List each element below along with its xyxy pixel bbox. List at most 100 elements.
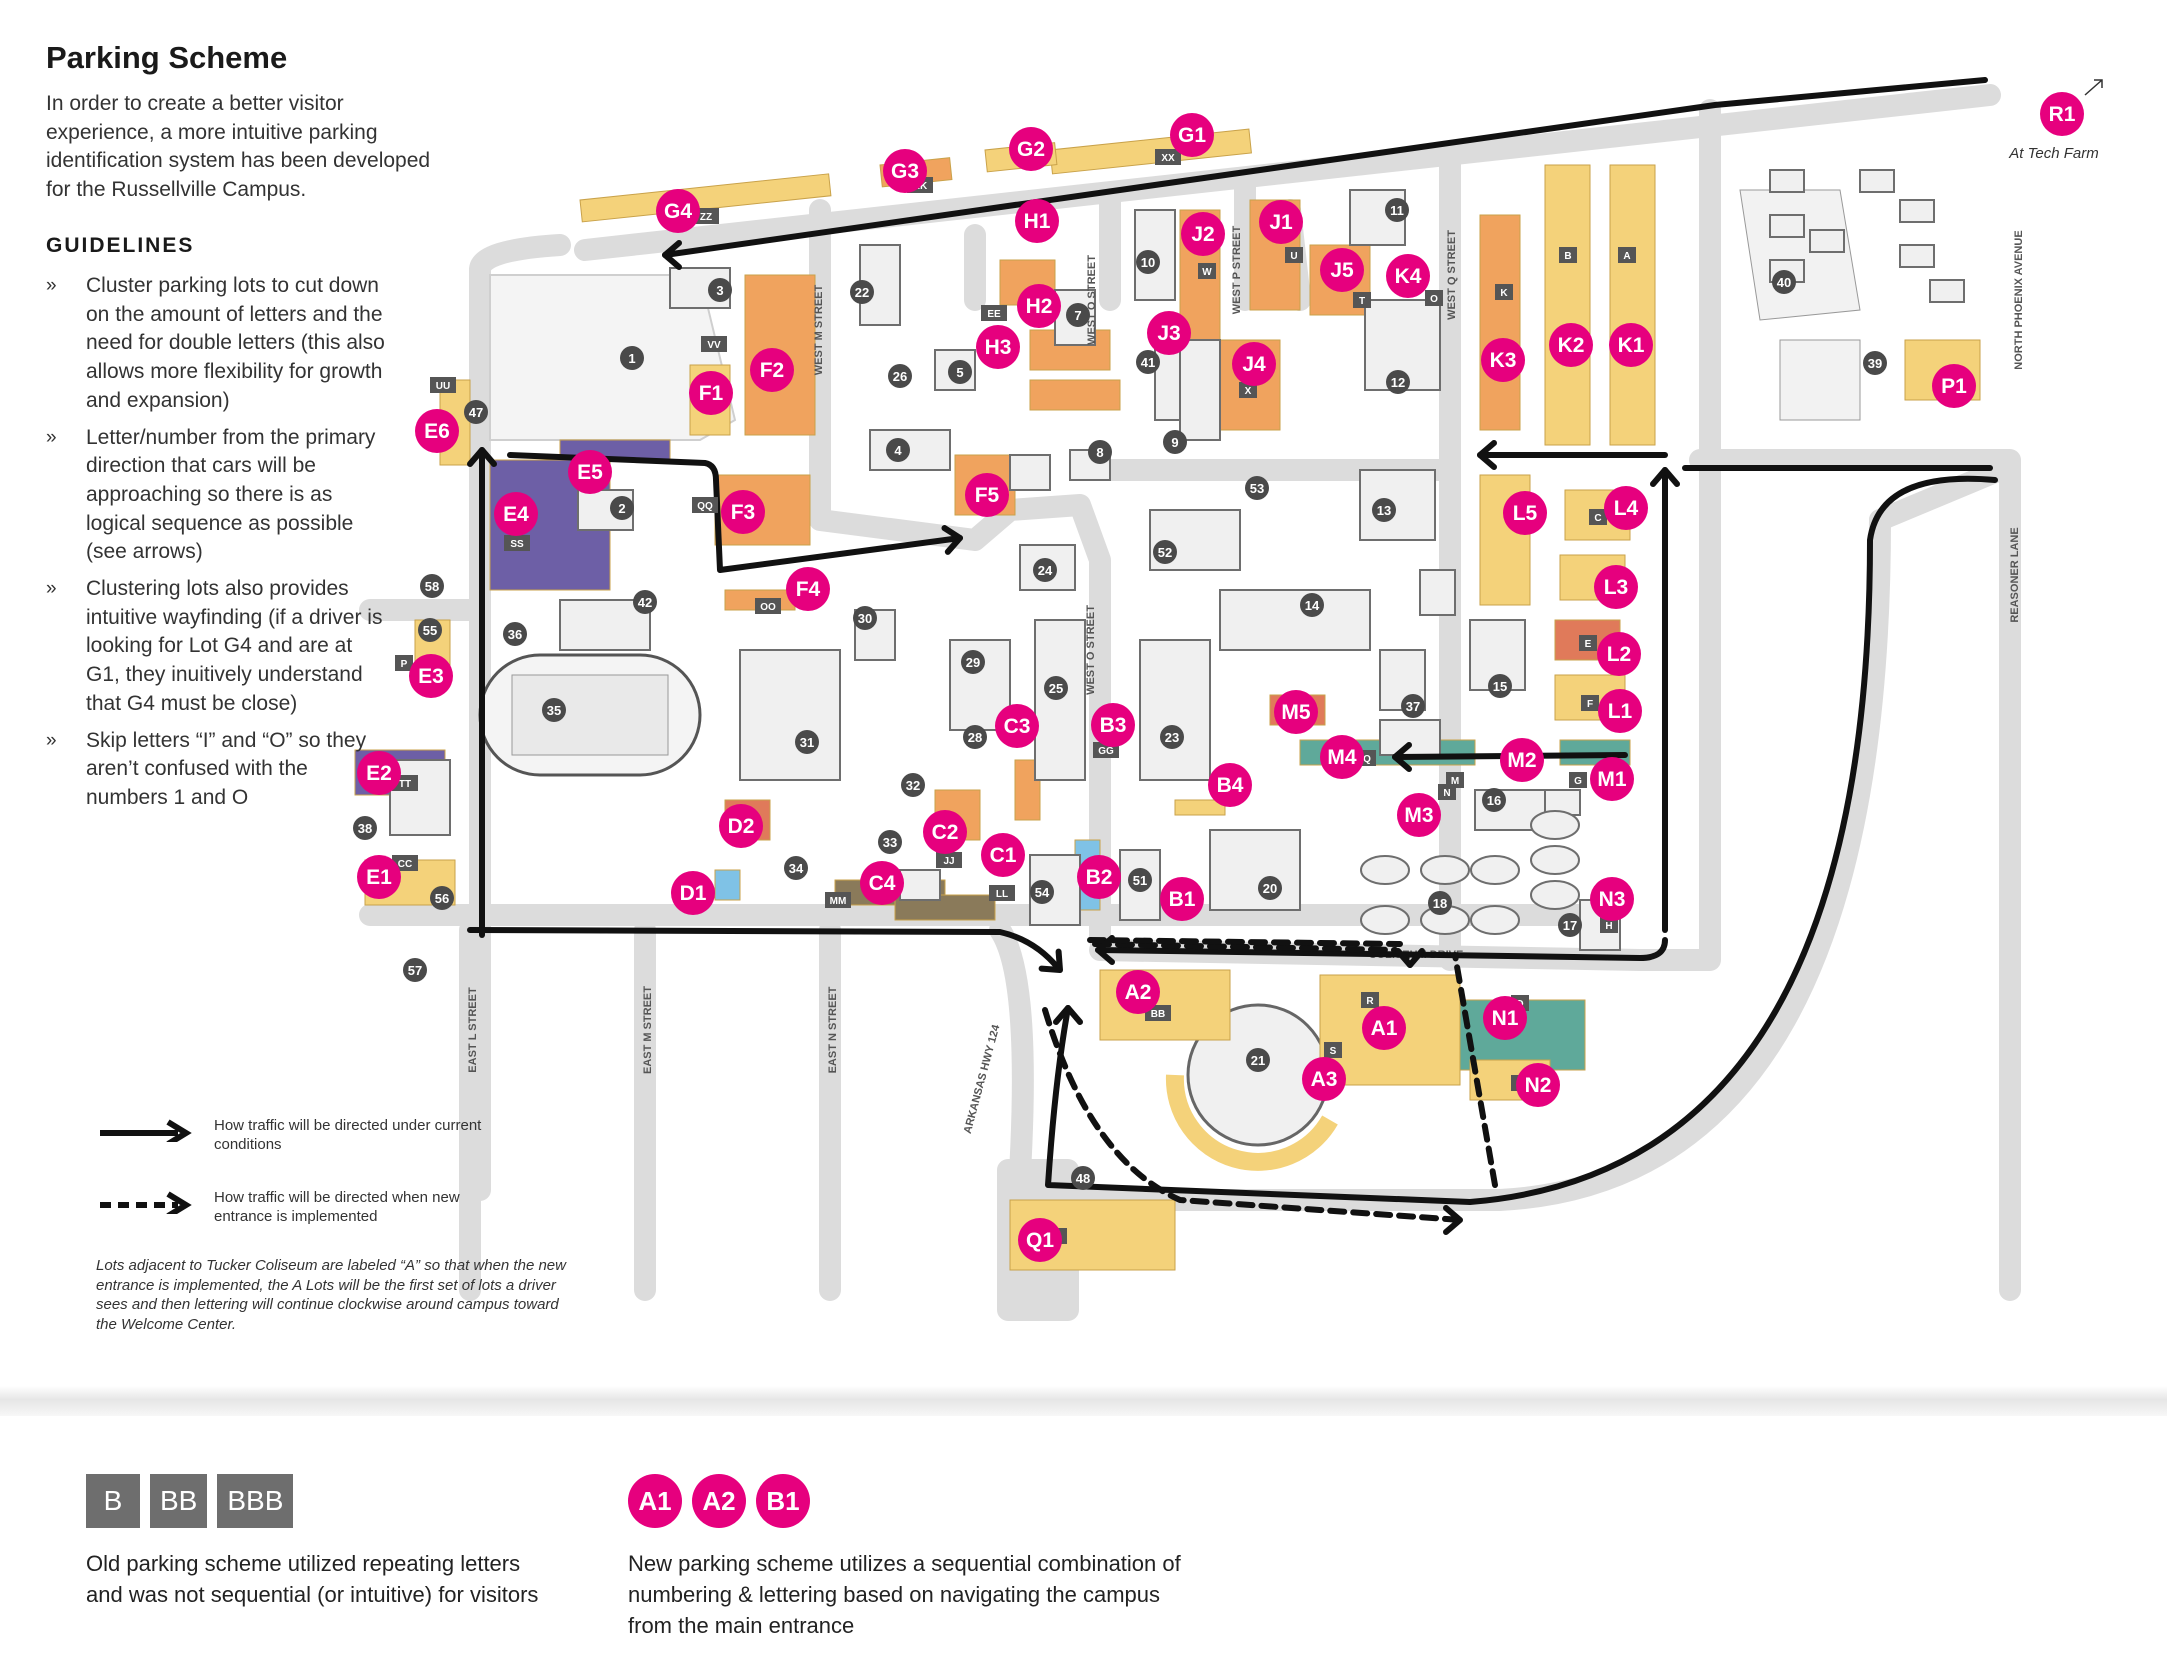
- svg-text:X: X: [1245, 386, 1252, 397]
- legend-solid-label: How traffic will be directed under curre…: [214, 1117, 482, 1153]
- svg-text:Q: Q: [1363, 754, 1371, 765]
- street-label: REASONER LANE: [2009, 527, 2021, 622]
- svg-text:13: 13: [1377, 503, 1391, 518]
- svg-text:A: A: [1623, 251, 1630, 262]
- street-label: WEST O STREET: [1086, 255, 1098, 345]
- lot-marker-n2: N2: [1516, 1063, 1560, 1107]
- bullet-icon: »: [46, 275, 57, 296]
- svg-text:H: H: [1605, 921, 1612, 932]
- lot-marker-b2: B2: [1077, 855, 1121, 899]
- svg-text:16: 16: [1487, 793, 1501, 808]
- svg-text:CC: CC: [398, 859, 412, 870]
- building-marker: 18: [1428, 891, 1452, 915]
- lot-marker-c3: C3: [995, 704, 1039, 748]
- lot-marker-a2: A2: [1116, 970, 1160, 1014]
- lot-marker-d2: D2: [719, 804, 763, 848]
- svg-text:54: 54: [1035, 885, 1050, 900]
- parking-lot: [1609, 164, 1656, 446]
- svg-text:QQ: QQ: [697, 501, 713, 512]
- lot-marker-b3: B3: [1091, 703, 1135, 747]
- svg-text:30: 30: [858, 611, 872, 626]
- building-marker: 16: [1482, 788, 1506, 812]
- old-lot-code: T: [1353, 292, 1371, 308]
- lot-marker-e2: E2: [357, 751, 401, 795]
- svg-text:A2: A2: [1125, 981, 1152, 1004]
- building: [1359, 469, 1436, 541]
- svg-text:K2: K2: [1558, 334, 1585, 357]
- lot-marker-e5: E5: [568, 450, 612, 494]
- dorm-building: [1360, 855, 1410, 885]
- svg-text:31: 31: [800, 735, 814, 750]
- farm-building: [1809, 229, 1845, 253]
- svg-text:21: 21: [1251, 1053, 1265, 1068]
- new-badge: A1: [628, 1474, 682, 1528]
- old-lot-code: A: [1618, 247, 1636, 263]
- old-lot-code: H: [1600, 917, 1618, 933]
- building-marker: 30: [853, 606, 877, 630]
- building-marker: 2: [610, 496, 634, 520]
- building-marker: 56: [430, 886, 454, 910]
- guideline-item: »Letter/number from the primary directio…: [46, 425, 376, 564]
- guidelines-heading: GUIDELINES: [46, 234, 195, 257]
- street-label: EAST N STREET: [827, 986, 839, 1073]
- building: [1139, 639, 1211, 781]
- svg-text:12: 12: [1391, 375, 1405, 390]
- route-solid: [662, 77, 1988, 258]
- old-lot-code: X: [1239, 382, 1257, 398]
- building: [1034, 619, 1086, 781]
- dorm-building: [1360, 905, 1410, 935]
- route-arrowhead: [1395, 948, 1425, 968]
- svg-text:TT: TT: [399, 779, 411, 790]
- lot-marker-c2: C2: [923, 810, 967, 854]
- svg-text:39: 39: [1868, 356, 1882, 371]
- svg-text:P1: P1: [1941, 375, 1967, 398]
- svg-text:25: 25: [1049, 681, 1063, 696]
- svg-text:17: 17: [1563, 918, 1577, 933]
- svg-text:E6: E6: [424, 420, 450, 443]
- svg-text:20: 20: [1263, 881, 1277, 896]
- svg-text:B4: B4: [1217, 774, 1244, 797]
- building-marker: 35: [542, 698, 566, 722]
- building-marker: 36: [503, 622, 527, 646]
- svg-text:H3: H3: [985, 336, 1012, 359]
- building-marker: 21: [1246, 1048, 1270, 1072]
- lot-marker-b4: B4: [1208, 763, 1252, 807]
- old-lot-code: XX: [1155, 149, 1181, 165]
- old-lot-code: EE: [981, 305, 1007, 321]
- lot-marker-k3: K3: [1481, 338, 1525, 382]
- route-solid: [507, 452, 963, 573]
- svg-text:O: O: [1430, 294, 1438, 305]
- building-marker: 11: [1385, 198, 1409, 222]
- svg-text:10: 10: [1141, 255, 1155, 270]
- svg-text:F5: F5: [975, 484, 1000, 507]
- svg-text:MM: MM: [830, 896, 847, 907]
- route-solid: [1045, 475, 1998, 1205]
- section-divider: [0, 1386, 2167, 1416]
- svg-text:L3: L3: [1604, 576, 1629, 599]
- lot-marker-f4: F4: [786, 567, 830, 611]
- old-lot-code: G: [1569, 772, 1587, 788]
- svg-text:34: 34: [789, 861, 804, 876]
- lot-marker-j4: J4: [1232, 342, 1276, 386]
- svg-text:55: 55: [423, 623, 437, 638]
- lot-marker-l1: L1: [1598, 689, 1642, 733]
- bullet-icon: »: [46, 729, 57, 751]
- old-lot-code: U: [1285, 247, 1303, 263]
- old-badge: BB: [150, 1474, 208, 1528]
- old-lot-code: JJ: [936, 852, 962, 868]
- lot-marker-m1: M1: [1590, 757, 1634, 801]
- svg-text:N1: N1: [1492, 1007, 1519, 1030]
- parking-lot: [1479, 214, 1521, 431]
- old-lot-code: K: [1495, 284, 1513, 300]
- old-lot-code: LL: [989, 885, 1015, 901]
- new-scheme-badges: A1 A2 B1: [628, 1474, 1188, 1528]
- building-marker: 57: [403, 958, 427, 982]
- street-label: WEST M STREET: [813, 285, 825, 376]
- lot-marker-r1: R1: [2040, 92, 2084, 136]
- svg-text:H1: H1: [1024, 210, 1051, 233]
- street-label: NORTH PHOENIX AVENUE: [2013, 230, 2025, 369]
- legend-solid-row: How traffic will be directed under curre…: [96, 1112, 516, 1184]
- old-lot-code: C: [1589, 509, 1607, 525]
- building-marker: 25: [1044, 676, 1068, 700]
- building-marker: 39: [1863, 351, 1887, 375]
